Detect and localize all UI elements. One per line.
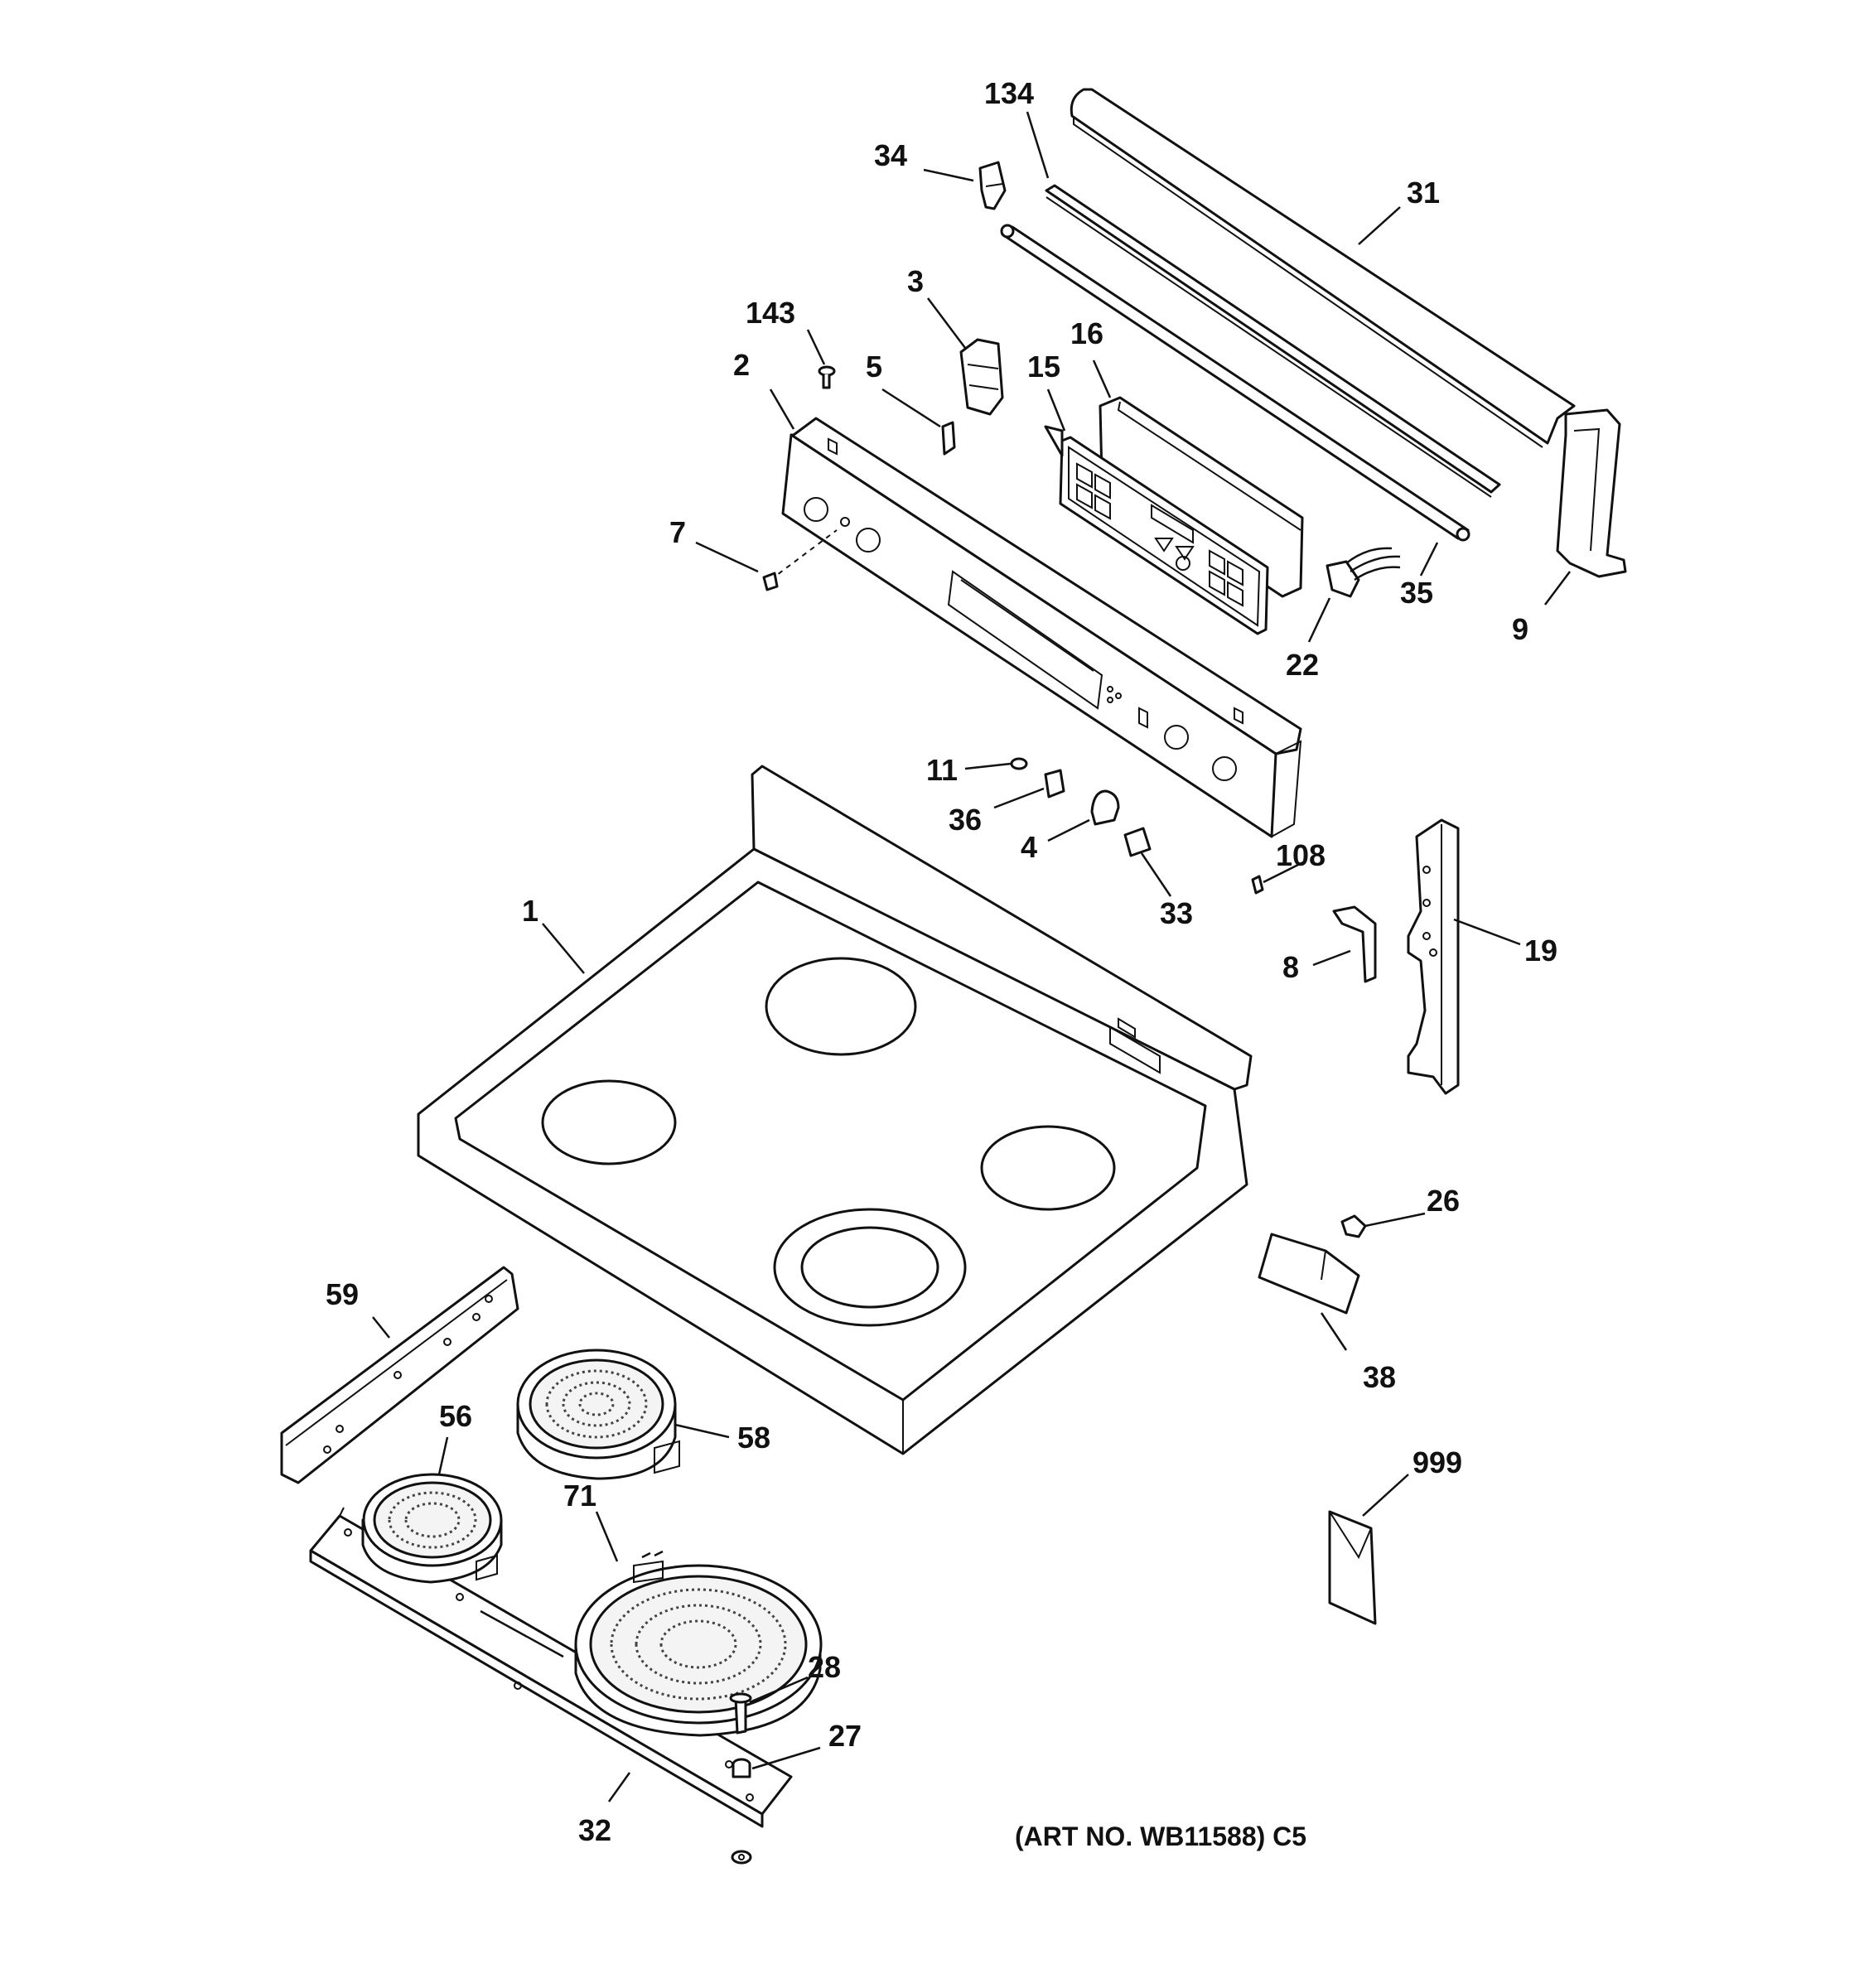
callout-22: 22	[1286, 648, 1319, 682]
callout-33: 33	[1160, 896, 1193, 930]
part-31-trim-bar[interactable]	[1070, 88, 1576, 448]
callout-999: 999	[1412, 1445, 1462, 1479]
part-38-cover[interactable]	[1258, 1233, 1360, 1315]
part-2-backsplash-panel[interactable]	[770, 417, 1302, 838]
leader-lines	[372, 111, 1571, 1802]
callout-26: 26	[1427, 1184, 1460, 1218]
part-59-rail[interactable]	[280, 1266, 519, 1484]
part-15-touch-panel[interactable]	[1044, 425, 1269, 635]
part-11-plug[interactable]	[1010, 757, 1028, 770]
part-34-bracket[interactable]	[978, 161, 1007, 210]
part-19-side-trim[interactable]	[1407, 818, 1460, 1095]
part-32-nut	[731, 1850, 752, 1865]
part-35-fluorescent-tube[interactable]	[1000, 224, 1470, 542]
callout-28: 28	[808, 1650, 841, 1684]
callout-56: 56	[439, 1399, 472, 1433]
part-28-screw[interactable]	[729, 1692, 752, 1735]
callout-34: 34	[874, 138, 907, 172]
callout-5: 5	[866, 350, 882, 384]
part-5-clip[interactable]	[941, 421, 956, 456]
part-134-lens-strip[interactable]	[1045, 184, 1501, 498]
callout-1: 1	[522, 894, 538, 928]
part-26-clip[interactable]	[1340, 1214, 1367, 1238]
callout-58: 58	[737, 1421, 770, 1455]
part-32-support-rail[interactable]	[309, 1507, 793, 1828]
callout-labels: 134 31 34 3 143 16 2 5 15 7 35 9 22 11 3…	[326, 76, 1557, 1851]
part-3-switch[interactable]	[959, 338, 1004, 416]
art-number-note: (ART NO. WB11588) C5	[1015, 1822, 1306, 1851]
callout-27: 27	[828, 1719, 862, 1753]
callout-143: 143	[746, 296, 795, 330]
callout-35: 35	[1400, 576, 1433, 610]
callout-2: 2	[733, 348, 750, 382]
callout-7: 7	[669, 515, 686, 549]
part-4-knob[interactable]	[1090, 789, 1120, 826]
callout-31: 31	[1407, 176, 1440, 210]
callout-4: 4	[1021, 830, 1037, 864]
callout-3: 3	[907, 264, 924, 298]
part-7-screw[interactable]	[762, 572, 779, 591]
part-999-literature[interactable]	[1328, 1510, 1377, 1625]
callout-9: 9	[1512, 612, 1528, 646]
part-27-bushing[interactable]	[732, 1758, 751, 1778]
part-33-switch[interactable]	[1123, 827, 1152, 857]
callout-134: 134	[984, 76, 1034, 110]
callout-59: 59	[326, 1277, 359, 1311]
part-9-end-cap[interactable]	[1556, 408, 1627, 578]
part-56-surface-unit[interactable]	[361, 1473, 503, 1584]
callout-108: 108	[1276, 838, 1326, 872]
part-8-bracket[interactable]	[1332, 905, 1377, 983]
callout-15: 15	[1027, 350, 1060, 384]
callout-19: 19	[1524, 934, 1557, 967]
part-1-cooktop[interactable]	[417, 765, 1253, 1455]
part-36-switch[interactable]	[1044, 769, 1065, 799]
callout-16: 16	[1070, 316, 1103, 350]
callout-38: 38	[1363, 1360, 1396, 1394]
part-71-surface-unit[interactable]	[574, 1550, 823, 1737]
part-108-screw[interactable]	[1251, 875, 1264, 895]
part-58-surface-unit[interactable]	[516, 1349, 680, 1480]
callout-8: 8	[1282, 950, 1299, 984]
part-22-connector[interactable]	[1326, 547, 1401, 598]
callout-32: 32	[578, 1813, 611, 1847]
callout-71: 71	[563, 1479, 596, 1513]
callout-36: 36	[949, 803, 982, 837]
callout-11: 11	[926, 753, 958, 787]
part-143-screw[interactable]	[818, 365, 836, 389]
